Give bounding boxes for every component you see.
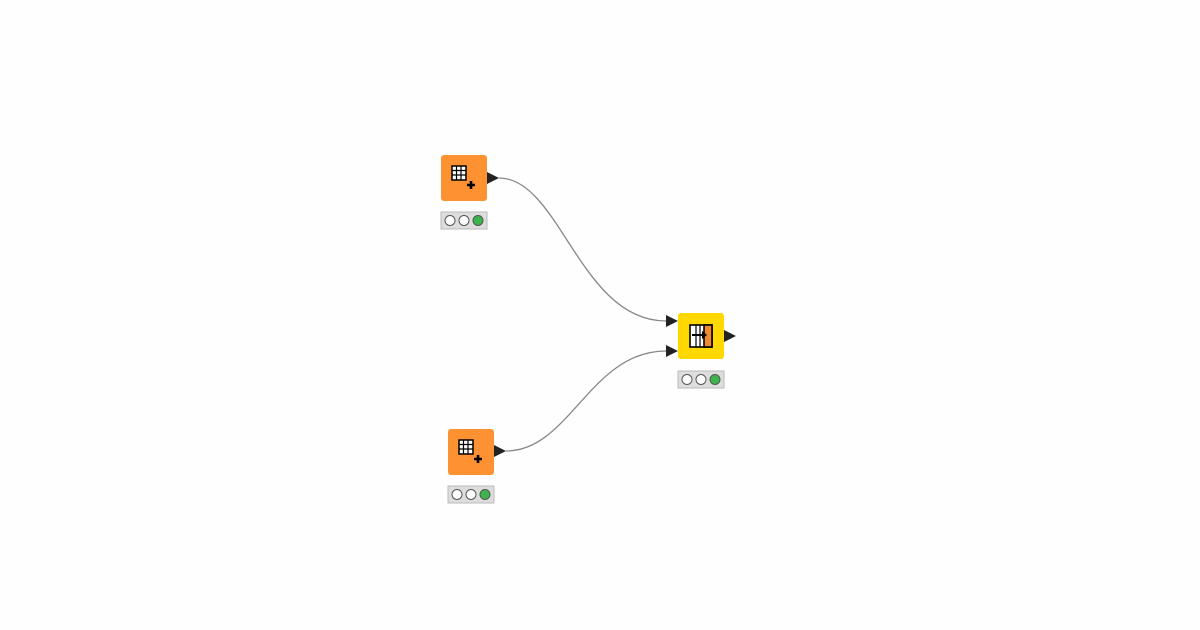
table-plus-icon (458, 439, 482, 463)
node-column-appender[interactable] (666, 313, 736, 389)
output-port[interactable] (487, 172, 499, 184)
output-port[interactable] (494, 445, 506, 457)
node-table-creator-1[interactable] (440, 155, 499, 230)
input-port[interactable] (666, 345, 678, 357)
status-traffic-light (677, 370, 725, 389)
input-port[interactable] (666, 315, 678, 327)
column-append-icon (689, 324, 713, 348)
connection-edge[interactable] (498, 177, 667, 322)
status-traffic-light (447, 485, 495, 504)
status-traffic-light (440, 211, 488, 230)
table-plus-icon (451, 165, 475, 189)
connection-edge[interactable] (505, 350, 667, 452)
output-port[interactable] (724, 330, 736, 342)
node-table-creator-2[interactable] (447, 429, 506, 504)
